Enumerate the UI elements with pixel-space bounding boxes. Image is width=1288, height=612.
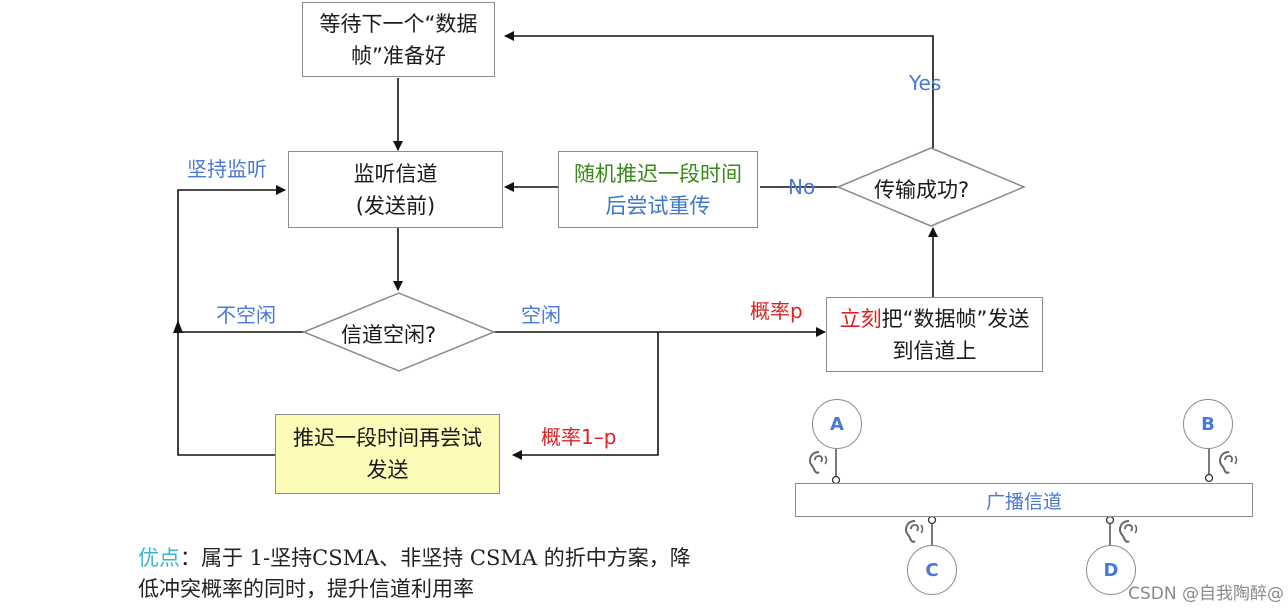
random-backoff-part2: 间 — [721, 161, 742, 186]
prob-1mp-label: 概率1–p — [541, 425, 617, 449]
csdn-watermark: CSDN @自我陶醉@ — [1128, 584, 1284, 604]
decision-success-text: 传输成功? — [874, 178, 970, 202]
ear-icon — [1218, 451, 1238, 474]
decision-idle-text: 信道空闲? — [341, 323, 437, 347]
ear-icon — [808, 451, 828, 474]
wait-frame-text: 等待下一个“数据帧”准备好 — [319, 11, 478, 68]
random-backoff-box: 随机推迟一段时间后尝试重传 — [558, 151, 758, 228]
random-backoff-text: 随机推迟一段时间后尝试重传 — [571, 158, 745, 222]
listen-channel-text: 监听信道 — [353, 161, 438, 186]
wait-frame-box: 等待下一个“数据帧”准备好 — [302, 2, 495, 77]
send-frame-text: 立刻把“数据帧”发送到信道上 — [837, 303, 1032, 367]
ear-icon — [904, 520, 924, 543]
prob-p-label: 概率p — [750, 299, 803, 323]
yes-label: Yes — [909, 71, 942, 95]
decision-idle-shape — [302, 292, 496, 372]
broadcast-channel-label: 广播信道 — [985, 490, 1062, 513]
listen-channel-box: 监听信道 (发送前) — [288, 151, 503, 228]
advantage-note: 优点：属于 1-坚持CSMA、非坚持 CSMA 的折中方案，降低冲突概率的同时，… — [138, 543, 708, 605]
persist-listen-label: 坚持监听 — [187, 157, 267, 181]
busy-label: 不空闲 — [216, 303, 276, 327]
advantage-text: ：属于 1-坚持CSMA、非坚持 CSMA 的折中方案，降低冲突概率的同时，提升… — [138, 546, 691, 601]
station-c-node: C — [907, 545, 957, 595]
send-frame-immediate: 立刻 — [839, 306, 882, 331]
defer-retry-box: 推迟一段时间再尝试发送 — [275, 414, 500, 494]
ear-icon — [1118, 520, 1138, 543]
listen-channel-sub: (发送前) — [355, 193, 436, 218]
idle-label: 空闲 — [521, 303, 561, 327]
station-a-node: A — [812, 399, 862, 449]
send-frame-rest: 把“数据帧”发送到信道上 — [881, 306, 1030, 363]
random-backoff-part3: 后尝试重传 — [605, 193, 711, 218]
send-frame-box: 立刻把“数据帧”发送到信道上 — [826, 297, 1043, 372]
broadcast-channel: 广播信道 — [795, 483, 1253, 517]
no-label: No — [788, 175, 816, 199]
advantage-highlight: 优点 — [138, 546, 180, 570]
station-b-node: B — [1183, 399, 1233, 449]
decision-success-shape — [836, 147, 1026, 227]
random-backoff-part1: 随机推迟一段时 — [574, 161, 721, 186]
defer-retry-text: 推迟一段时间再尝试发送 — [293, 426, 482, 482]
station-d-node: D — [1086, 545, 1136, 595]
